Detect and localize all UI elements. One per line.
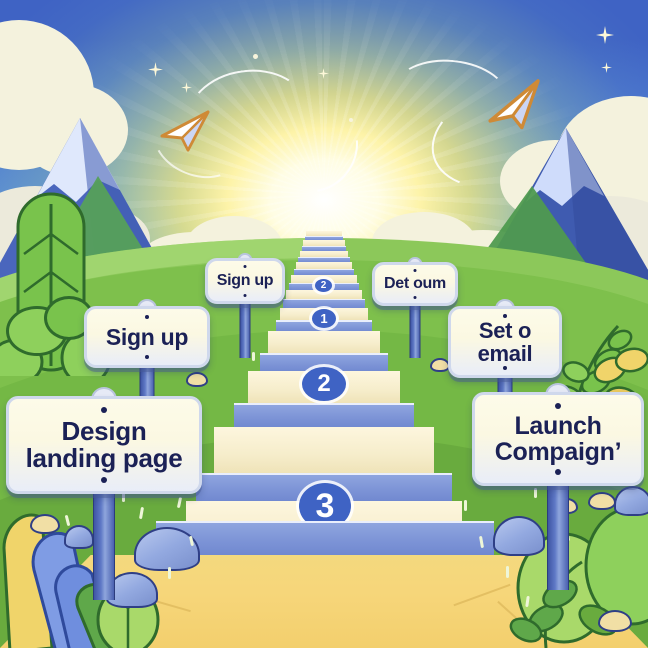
- sign-board: Sign up: [205, 258, 285, 304]
- pebble: [430, 358, 450, 372]
- sign-set-o-email-right[interactable]: Set o email: [448, 299, 562, 448]
- sign-launch-campaign[interactable]: Launch Compaign’: [472, 383, 644, 590]
- pebble: [588, 492, 616, 510]
- sign-board: Sign up: [84, 306, 210, 368]
- sign-label-line2: email: [477, 341, 533, 366]
- sign-det-oum-small-right[interactable]: Det oum: [372, 257, 458, 358]
- pebble: [186, 372, 208, 387]
- sign-rivet: [101, 477, 107, 483]
- sign-label: Sign up: [105, 323, 189, 350]
- sign-board: Launch Compaign’: [472, 392, 644, 486]
- sign-rivet: [555, 469, 561, 475]
- sign-label-line1: Design: [61, 415, 147, 446]
- sign-sign-up-left[interactable]: Sign up: [84, 299, 210, 444]
- sparkle-icon: [148, 62, 163, 77]
- sign-post: [547, 478, 569, 590]
- rock: [134, 527, 200, 571]
- sign-board: Design landing page: [6, 396, 202, 494]
- sign-label-line2: landing page: [25, 443, 183, 473]
- sign-rivet: [555, 403, 561, 409]
- sign-rivet: [413, 296, 417, 299]
- sign-label: Sign up: [216, 271, 274, 289]
- rock: [64, 525, 94, 549]
- sign-rivet: [101, 407, 107, 413]
- sparkle-icon: [181, 82, 192, 93]
- sign-label-line1: Launch: [514, 411, 602, 440]
- sign-label-line1: Set o: [478, 317, 532, 343]
- star-dot: [349, 118, 353, 122]
- pebble: [598, 610, 632, 632]
- sparkle-icon: [596, 26, 614, 44]
- sign-rivet: [243, 294, 247, 297]
- sign-rivet: [503, 314, 507, 318]
- sign-label-line2: Compaign’: [494, 438, 622, 466]
- rock: [493, 516, 545, 556]
- sign-board: Set o email: [448, 306, 562, 378]
- sign-post: [409, 304, 421, 358]
- sign-sign-up-small-left[interactable]: Sign up: [205, 253, 285, 358]
- paper-plane-icon: [158, 110, 214, 152]
- sign-rivet: [503, 366, 507, 370]
- sparkle-icon: [601, 62, 612, 73]
- sign-post: [239, 302, 251, 358]
- sign-rivet: [243, 265, 247, 268]
- rock: [614, 486, 648, 516]
- staircase: 2 1 2 3: [0, 225, 648, 585]
- sign-post: [93, 484, 115, 600]
- step-badge-0: 2: [315, 279, 332, 292]
- sign-rivet: [145, 355, 149, 359]
- sign-label: Det oum: [384, 274, 446, 292]
- step-badge-1: 1: [312, 309, 336, 328]
- pebble: [30, 514, 60, 534]
- paper-plane-icon: [480, 77, 553, 136]
- sign-rivet: [145, 315, 149, 319]
- star-dot: [253, 54, 258, 59]
- sparkle-icon: [318, 68, 329, 79]
- sign-rivet: [413, 269, 417, 272]
- sign-board: Det oum: [372, 262, 458, 306]
- sign-design-landing-page[interactable]: Design landing page: [6, 387, 202, 600]
- foliage-left-front: [0, 452, 180, 648]
- step-badge-2: 2: [302, 367, 346, 401]
